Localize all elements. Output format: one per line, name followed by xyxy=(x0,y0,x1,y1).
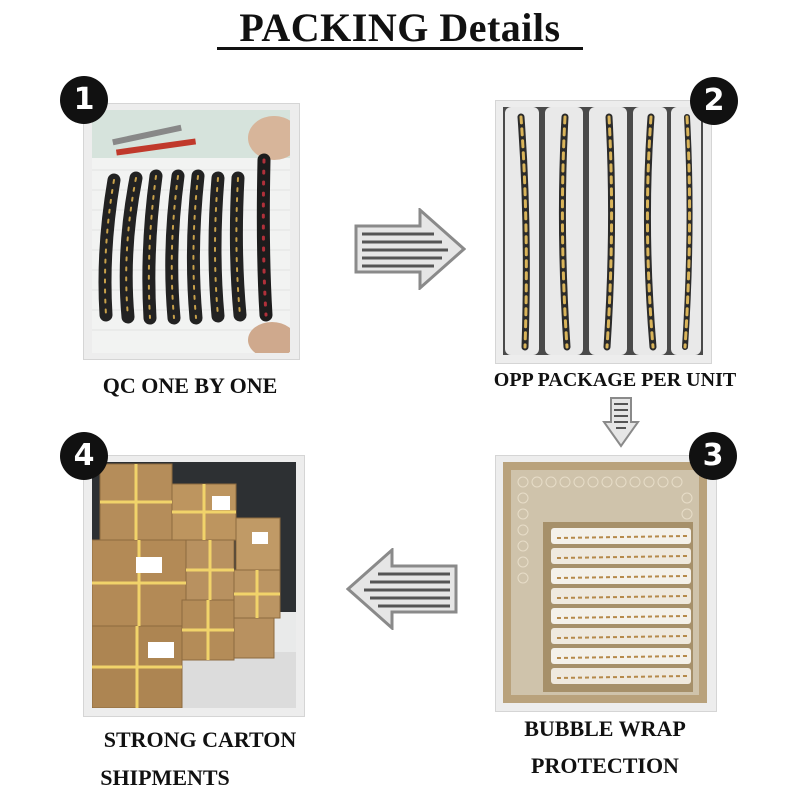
page-title: PACKING Details xyxy=(239,5,561,50)
arrow-down-icon xyxy=(602,397,640,448)
bubble-wrap-box-image xyxy=(503,462,707,703)
cartons-image xyxy=(92,462,296,708)
step-4-photo xyxy=(92,462,296,708)
opp-packages-image xyxy=(503,107,703,355)
step-3-photo xyxy=(503,462,707,703)
step-3-caption-line2: PROTECTION xyxy=(531,753,679,778)
qc-bracelets-image xyxy=(92,110,290,353)
arrow-right-icon xyxy=(354,208,466,290)
step-1-badge: 1 xyxy=(60,76,108,124)
step-2-caption: OPP PACKAGE PER UNIT xyxy=(493,369,737,391)
step-1-photo xyxy=(92,110,290,353)
step-4-caption-line1: STRONG CARTON xyxy=(103,727,297,752)
step-2-photo xyxy=(503,107,703,355)
step-1-caption: QC ONE BY ONE xyxy=(102,373,278,398)
step-4-caption-line2: SHIPMENTS xyxy=(100,765,230,790)
step-3-badge: 3 xyxy=(689,432,737,480)
step-3-caption-line1: BUBBLE WRAP xyxy=(524,716,686,741)
title-underline xyxy=(217,47,583,50)
arrow-left-icon xyxy=(346,548,458,630)
step-4-badge: 4 xyxy=(60,432,108,480)
step-2-badge: 2 xyxy=(690,77,738,125)
